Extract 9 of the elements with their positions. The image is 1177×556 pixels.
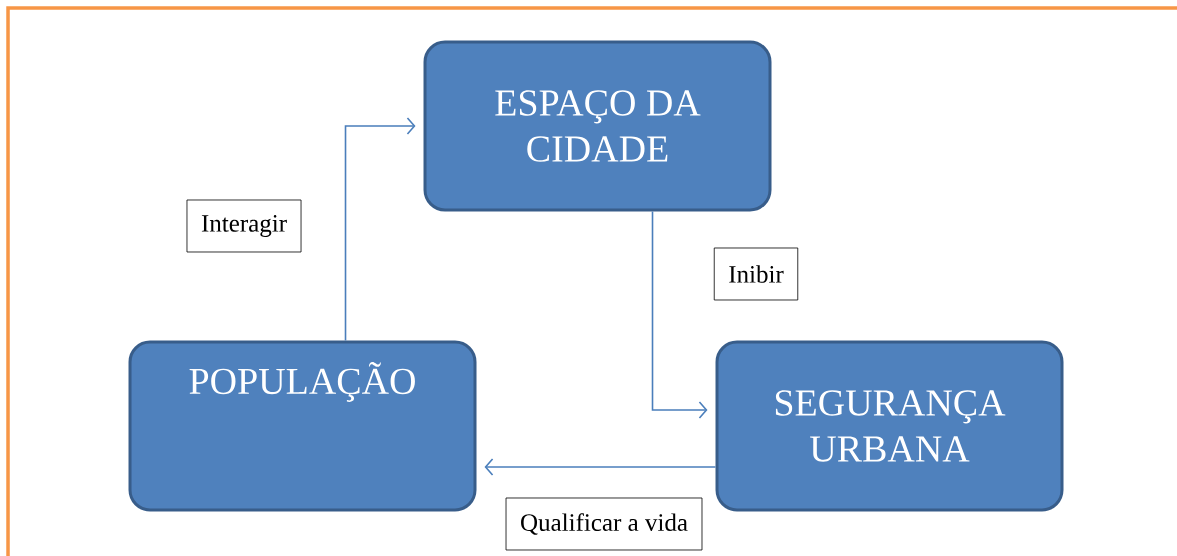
edge-label: Qualificar a vida	[505, 497, 703, 551]
edge-label: Interagir	[186, 199, 302, 253]
process-box: SEGURANÇA URBANA	[715, 340, 1064, 512]
arrow	[484, 458, 717, 476]
arrow	[344, 117, 416, 342]
process-box: POPULAÇÃO	[128, 340, 477, 512]
edge-label: Inibir	[713, 247, 799, 301]
process-box: ESPAÇO DA CIDADE	[423, 40, 772, 212]
arrow	[651, 210, 708, 419]
